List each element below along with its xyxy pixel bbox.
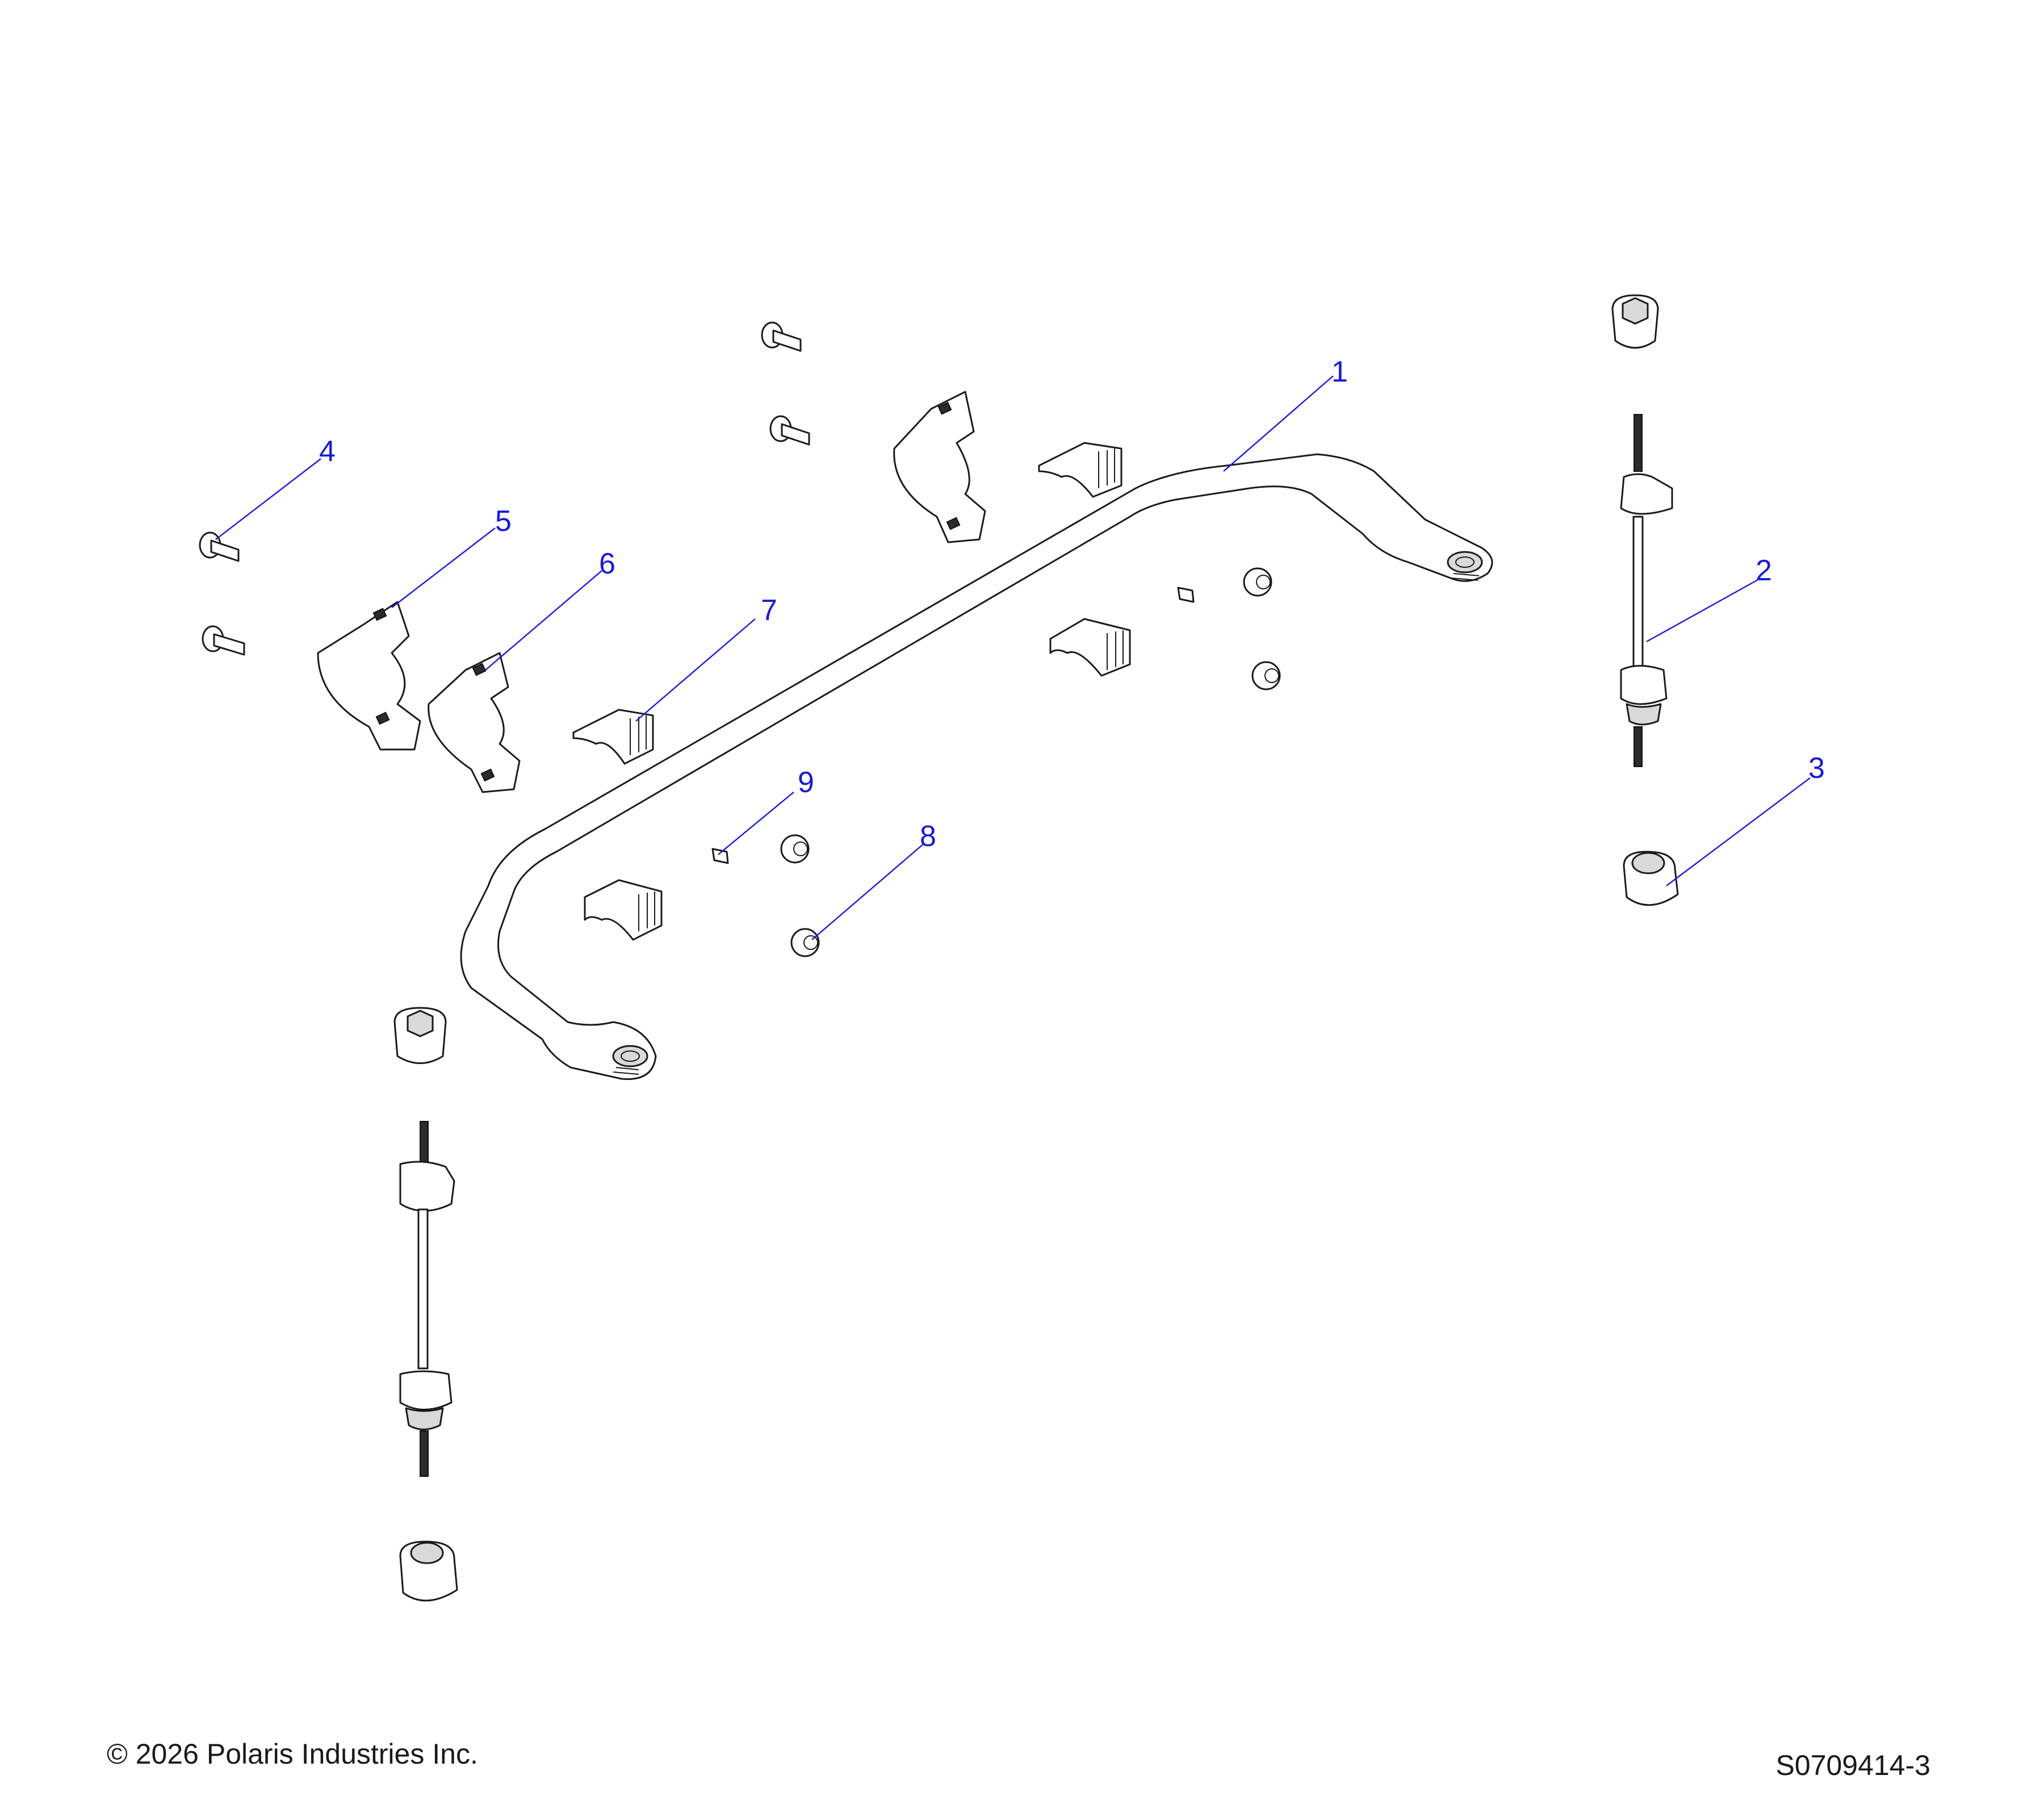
leader-7: [635, 618, 756, 722]
clamp-left-inner[interactable]: [428, 652, 521, 793]
callout-1: 1: [1331, 355, 1348, 388]
callout-6: 6: [599, 547, 615, 580]
leader-1: [1223, 375, 1334, 472]
link-cap-nut-left[interactable]: [399, 1540, 458, 1602]
grease-fitting-left[interactable]: [711, 848, 729, 864]
bolt-1[interactable]: [199, 531, 240, 562]
link-nut-top-left[interactable]: [393, 1007, 447, 1064]
link-cap-nut-right[interactable]: [1623, 851, 1679, 906]
callout-leaders: [215, 375, 1811, 940]
link-nut-top-right[interactable]: [1611, 294, 1659, 349]
callout-5: 5: [495, 505, 512, 538]
stabilizer-link-left[interactable]: [399, 1121, 455, 1477]
callout-9: 9: [798, 766, 814, 799]
callout-2: 2: [1756, 554, 1772, 587]
leader-9: [718, 792, 794, 855]
flange-nut-4[interactable]: [1251, 661, 1281, 690]
leader-2: [1646, 578, 1760, 643]
flange-nut-2[interactable]: [790, 928, 820, 957]
drawing-number: S0709414-3: [1775, 1749, 1930, 1781]
copyright-notice: © 2026 Polaris Industries Inc.: [107, 1738, 478, 1770]
callout-3: 3: [1808, 752, 1825, 785]
bolt-2[interactable]: [202, 625, 245, 656]
clamp-left-outer[interactable]: [317, 601, 421, 751]
bushing-4[interactable]: [584, 879, 663, 941]
callout-7: 7: [761, 594, 777, 627]
bushing-2[interactable]: [1038, 442, 1122, 498]
leader-8: [811, 843, 925, 940]
bushing-3[interactable]: [1049, 618, 1131, 677]
flange-nut-1[interactable]: [780, 834, 810, 864]
bolt-3[interactable]: [761, 321, 802, 352]
leader-4: [215, 458, 321, 540]
bushing-1[interactable]: [572, 709, 654, 765]
leader-3: [1666, 777, 1811, 886]
callout-4: 4: [319, 435, 336, 468]
stabilizer-bar[interactable]: [460, 453, 1493, 1080]
bolt-4[interactable]: [769, 415, 810, 446]
grease-fitting-right[interactable]: [1177, 587, 1195, 603]
callout-8: 8: [920, 820, 936, 853]
stabilizer-link-right[interactable]: [1620, 414, 1673, 767]
leader-6: [485, 570, 602, 671]
callout-labels: 1 2 3 4 5 6 7 8 9: [319, 355, 1825, 853]
flange-nut-3[interactable]: [1243, 567, 1272, 597]
clamp-right[interactable]: [893, 391, 986, 543]
leader-5: [391, 527, 496, 608]
